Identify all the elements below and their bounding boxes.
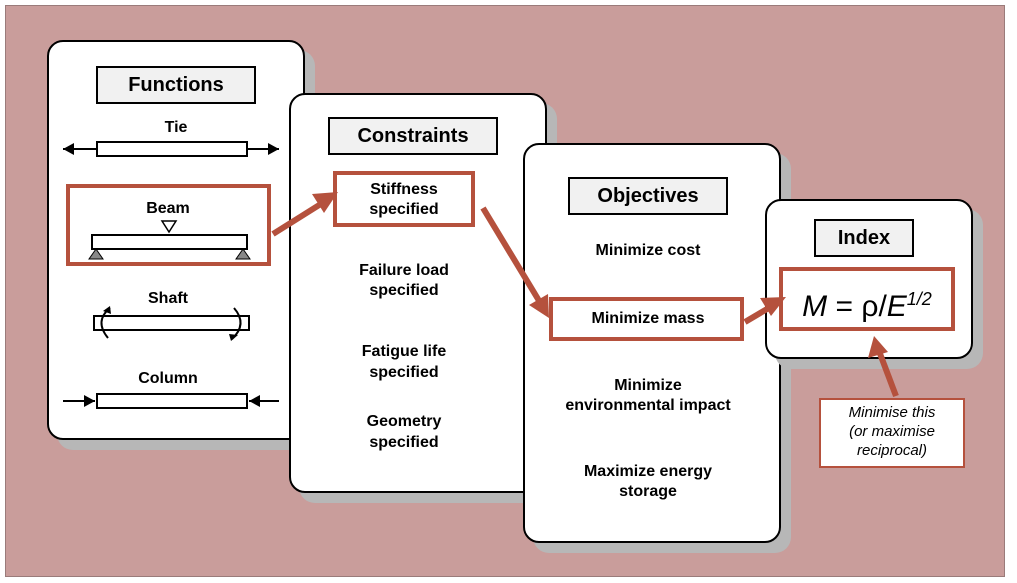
- constraint-failure-line2: specified: [369, 282, 439, 299]
- beam-label: Beam: [146, 200, 190, 217]
- formula-m: M: [802, 290, 828, 323]
- objectives-title: Objectives: [568, 177, 728, 215]
- note-line3: reciprocal): [856, 442, 928, 459]
- objective-minimize-mass: Minimize mass: [591, 310, 705, 327]
- arrow-stiffness-to-mass: [480, 206, 549, 318]
- formula-exponent: 1/2: [906, 289, 932, 309]
- objective-env-line1: Minimize: [614, 377, 682, 394]
- beam-highlight-box: [66, 184, 271, 266]
- diagram-canvas: Functions Tie Beam Shaft Column Constrai…: [5, 5, 1005, 577]
- beam-icon: [88, 220, 251, 260]
- note-line1: Minimise this: [848, 404, 936, 421]
- constraint-geometry-line1: Geometry: [366, 413, 442, 430]
- note-line2: (or maximise: [849, 423, 935, 440]
- column-label: Column: [138, 370, 198, 387]
- objective-energy-line1: Maximize energy: [583, 463, 713, 480]
- constraints-card: [289, 93, 547, 493]
- constraints-title: Constraints: [328, 117, 498, 155]
- tie-label: Tie: [164, 119, 188, 136]
- constraint-stiffness-line2: specified: [369, 201, 439, 218]
- mass-highlight-box: [549, 297, 744, 341]
- constraint-geometry-line2: specified: [369, 434, 439, 451]
- formula-e: E: [886, 290, 907, 323]
- constraint-fatigue-line2: specified: [369, 364, 439, 381]
- index-formula: M = ρ/E1/2: [779, 270, 955, 336]
- constraint-failure-line1: Failure load: [359, 262, 449, 279]
- minimise-note: Minimise this (or maximise reciprocal): [819, 398, 965, 468]
- shaft-icon: [93, 306, 250, 341]
- constraint-fatigue-line1: Fatigue life: [361, 343, 447, 360]
- connector-arrows: [271, 192, 899, 398]
- constraint-stiffness-line1: Stiffness: [370, 181, 438, 198]
- tie-icon: [63, 141, 279, 157]
- index-title: Index: [814, 219, 914, 257]
- objective-energy-line2: storage: [619, 483, 677, 500]
- formula-equals: =: [827, 290, 862, 323]
- stiffness-highlight-box: [333, 171, 475, 227]
- formula-slash: /: [878, 290, 887, 323]
- arrow-note-to-index: [868, 336, 899, 398]
- formula-rho: ρ: [861, 290, 879, 323]
- column-icon: [63, 393, 279, 409]
- functions-title: Functions: [96, 66, 256, 104]
- objective-minimize-cost: Minimize cost: [595, 242, 701, 259]
- shaft-label: Shaft: [148, 290, 188, 307]
- objective-env-line2: environmental impact: [565, 397, 731, 414]
- arrow-mass-to-index: [743, 297, 786, 325]
- arrow-beam-to-stiffness: [271, 192, 338, 237]
